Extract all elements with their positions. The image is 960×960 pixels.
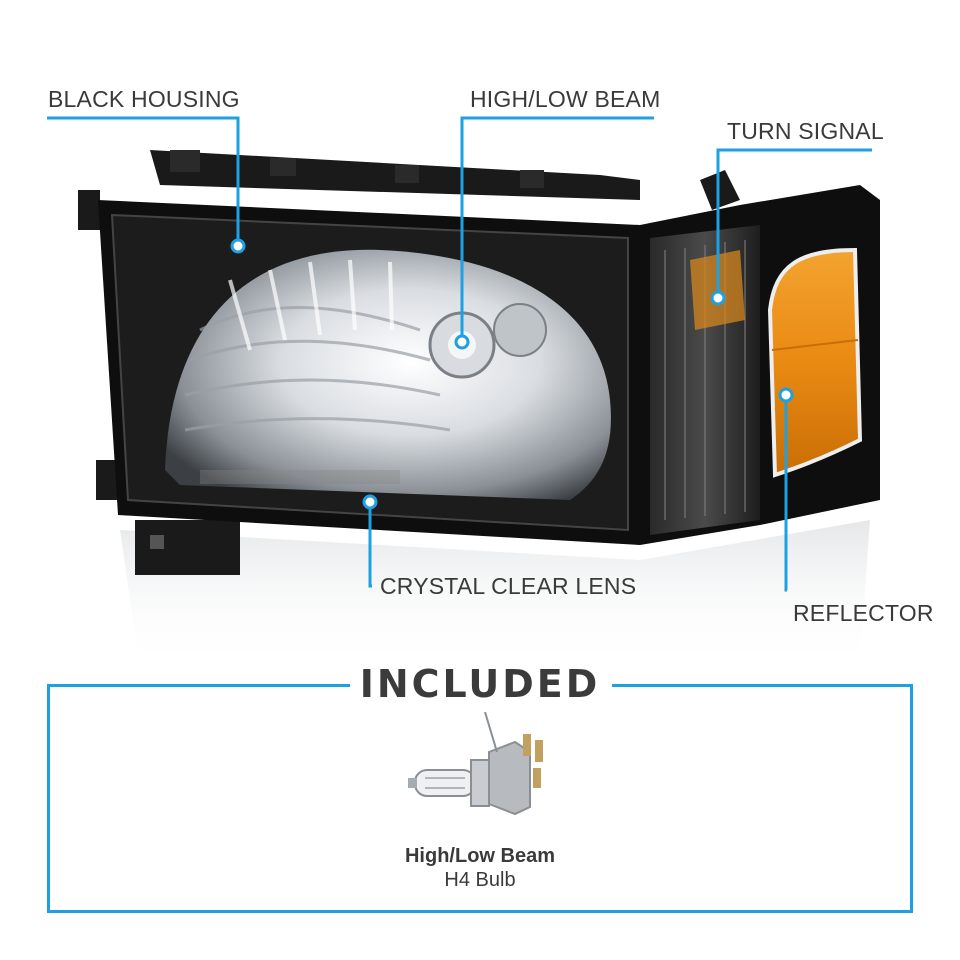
callout-dot-reflector — [778, 387, 794, 403]
included-box-top-right — [612, 684, 913, 687]
label-black-housing: BLACK HOUSING — [48, 86, 240, 112]
callout-dot-lens — [362, 494, 378, 510]
callout-dot-housing — [230, 238, 246, 254]
included-box — [47, 686, 913, 913]
included-item-title: High/Low Beam — [404, 845, 555, 867]
label-reflector: REFLECTOR — [793, 600, 934, 626]
callout-dot-signal — [710, 290, 726, 306]
label-high-low-beam: HIGH/LOW BEAM — [470, 86, 661, 112]
included-box-top-left — [47, 684, 350, 687]
included-title: INCLUDED — [359, 662, 601, 706]
included-item-subtitle: H4 Bulb — [444, 869, 516, 891]
crystal-clear-lens — [165, 249, 611, 500]
h4-bulb-icon — [408, 712, 543, 816]
label-crystal-clear-lens: CRYSTAL CLEAR LENS — [380, 573, 637, 599]
callout-dot-beam — [454, 334, 470, 350]
amber-reflector — [767, 247, 863, 478]
label-turn-signal: TURN SIGNAL — [727, 118, 884, 144]
